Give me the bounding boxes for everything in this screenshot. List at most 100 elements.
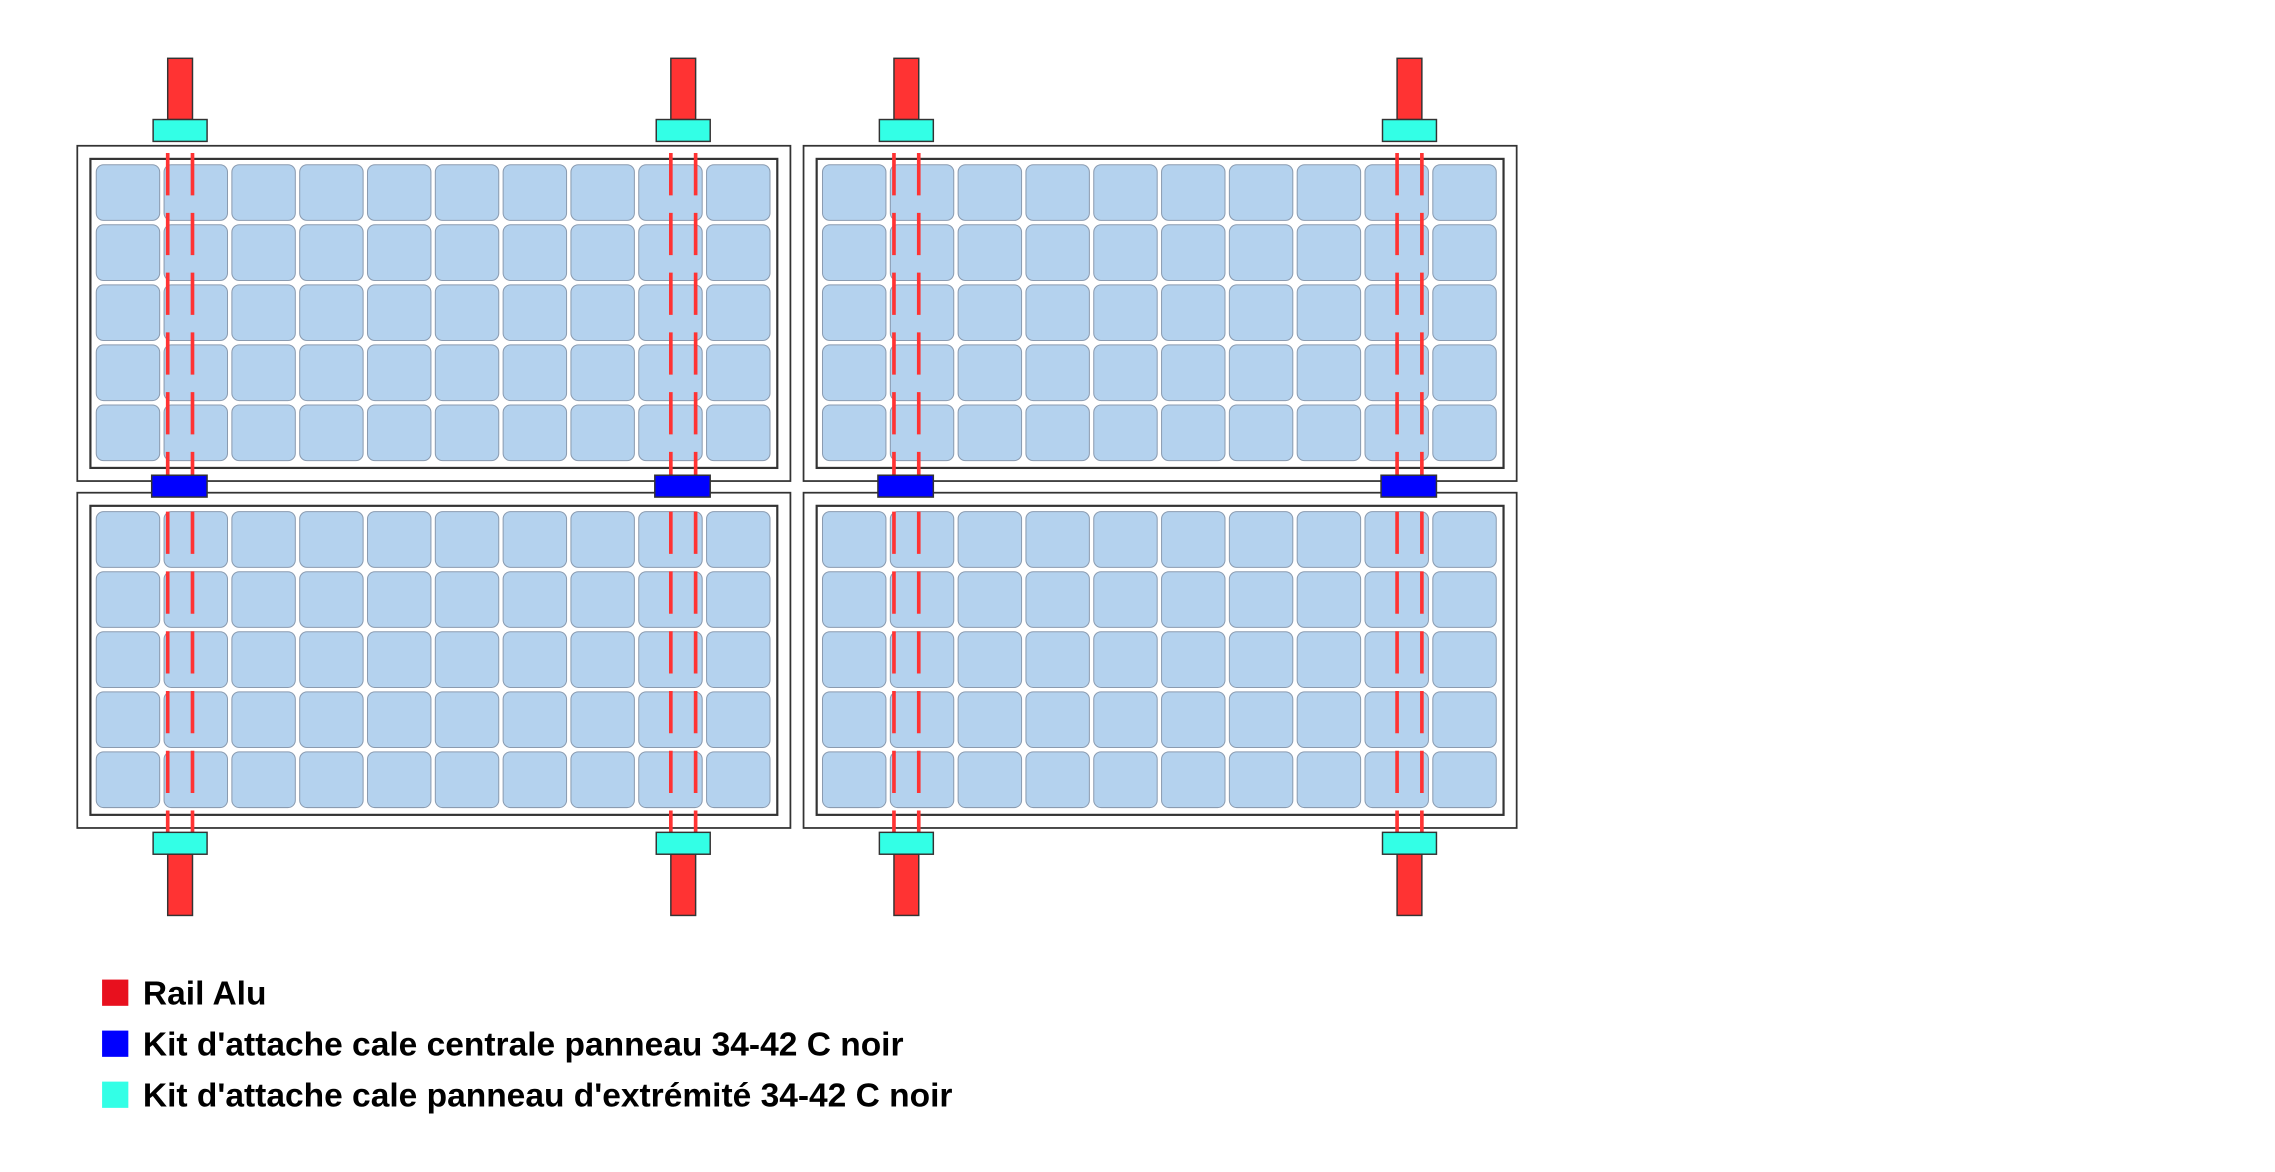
solar-cell — [957, 751, 1023, 809]
solar-cell — [889, 344, 955, 402]
solar-cell — [889, 224, 955, 281]
solar-cell — [1432, 751, 1497, 809]
solar-cell — [1228, 224, 1294, 281]
solar-cell — [502, 571, 568, 628]
solar-cell — [1161, 284, 1226, 342]
solar-cell — [502, 631, 568, 688]
rail-bottom-end — [670, 853, 697, 917]
solar-cell — [366, 571, 432, 628]
legend-swatch-rail — [102, 979, 129, 1006]
center-clamp — [877, 474, 935, 498]
solar-cell — [163, 691, 229, 749]
solar-cell — [366, 511, 432, 568]
legend-label-end-clamp: Kit d'attache cale panneau d'extrémité 3… — [143, 1077, 953, 1114]
solar-cell — [1025, 164, 1090, 221]
solar-cell — [1296, 691, 1362, 749]
solar-cell — [95, 284, 161, 342]
solar-cell — [706, 691, 771, 749]
solar-cell — [366, 224, 432, 281]
rail-assembly — [654, 57, 711, 917]
solar-cell — [706, 751, 771, 809]
solar-cell — [163, 284, 229, 342]
solar-cell — [570, 511, 635, 568]
solar-panel — [76, 491, 792, 829]
center-clamp — [1380, 474, 1438, 498]
end-clamp-top — [152, 118, 208, 143]
solar-cell — [1025, 224, 1090, 281]
solar-cell — [502, 751, 568, 809]
solar-cell — [1161, 344, 1226, 402]
solar-cell — [1161, 511, 1226, 568]
solar-cell — [231, 164, 296, 221]
solar-cell — [889, 404, 955, 462]
solar-cell — [231, 571, 296, 628]
solar-cell — [434, 631, 500, 688]
solar-cell — [231, 511, 296, 568]
solar-cell — [957, 224, 1023, 281]
solar-cell — [502, 224, 568, 281]
solar-cell — [706, 164, 771, 221]
solar-cell — [1025, 631, 1090, 688]
solar-cell — [1161, 164, 1226, 221]
solar-cell — [95, 224, 161, 281]
solar-cell — [570, 404, 635, 462]
solar-cell — [366, 284, 432, 342]
solar-cell — [1093, 344, 1158, 402]
solar-cell — [706, 284, 771, 342]
solar-cell — [366, 404, 432, 462]
solar-cell — [1161, 631, 1226, 688]
solar-cell — [366, 164, 432, 221]
solar-cell — [821, 224, 887, 281]
end-clamp-bottom — [655, 831, 711, 855]
solar-cell — [1432, 164, 1497, 221]
solar-cell — [366, 751, 432, 809]
solar-cell — [231, 691, 296, 749]
solar-cell — [889, 164, 955, 221]
solar-cell — [502, 344, 568, 402]
solar-cell — [1432, 284, 1497, 342]
solar-cell — [1025, 571, 1090, 628]
solar-cell — [1093, 164, 1158, 221]
solar-cell — [706, 571, 771, 628]
solar-cell — [231, 284, 296, 342]
solar-cell — [1161, 404, 1226, 462]
panels-layer — [76, 144, 1518, 829]
solar-cell — [1228, 511, 1294, 568]
legend-label-center-clamp: Kit d'attache cale centrale panneau 34-4… — [143, 1026, 904, 1063]
solar-cell — [957, 164, 1023, 221]
solar-cell — [95, 691, 161, 749]
solar-cell — [434, 224, 500, 281]
solar-cell — [434, 404, 500, 462]
solar-cell — [502, 164, 568, 221]
solar-cell — [1025, 344, 1090, 402]
rails-layer — [150, 57, 1438, 917]
solar-cell — [570, 751, 635, 809]
solar-cell — [821, 751, 887, 809]
solar-cell — [1296, 631, 1362, 688]
center-clamp — [654, 474, 711, 498]
solar-cell — [957, 344, 1023, 402]
solar-cell — [821, 511, 887, 568]
solar-cell — [957, 631, 1023, 688]
solar-cell — [502, 404, 568, 462]
solar-cell — [1228, 404, 1294, 462]
solar-cell — [231, 224, 296, 281]
rail-top-end — [1396, 57, 1423, 121]
rail-top-end — [893, 57, 920, 121]
solar-cell — [299, 571, 364, 628]
solar-cell — [957, 404, 1023, 462]
rail-bottom-end — [1396, 853, 1423, 917]
solar-cell — [95, 344, 161, 402]
solar-cell — [706, 511, 771, 568]
solar-cell — [299, 404, 364, 462]
solar-cell — [821, 284, 887, 342]
solar-cell — [1228, 344, 1294, 402]
solar-cell — [889, 511, 955, 568]
solar-cell — [231, 344, 296, 402]
rail-bottom-end — [166, 853, 194, 917]
solar-cell — [299, 164, 364, 221]
solar-cell — [434, 344, 500, 402]
solar-cell — [231, 404, 296, 462]
solar-cell — [366, 631, 432, 688]
solar-cell — [299, 631, 364, 688]
